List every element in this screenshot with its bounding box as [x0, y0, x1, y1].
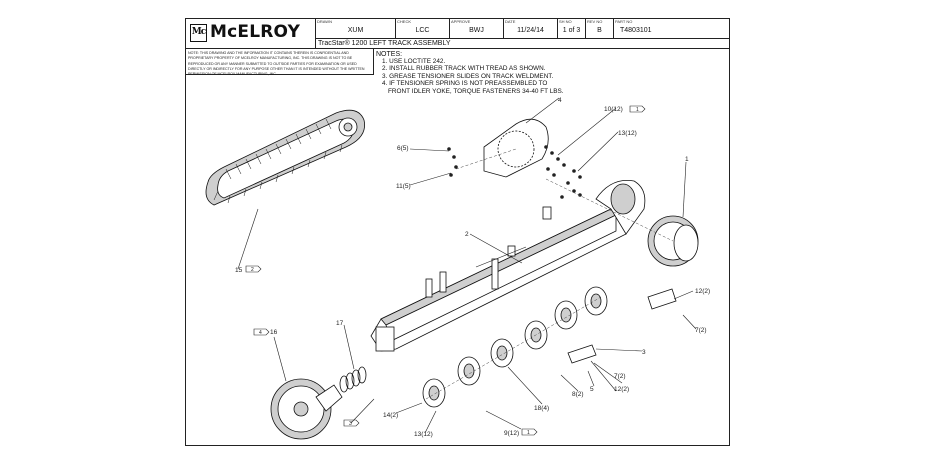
callout-7-upper: 7(2) [695, 327, 707, 334]
callout-17: 17 [336, 320, 344, 327]
title-cell-drawn: DRAWN XUM [316, 19, 396, 39]
company-name: McELROY [210, 22, 301, 42]
title-cell-partno: PART NO T4803101 [614, 19, 729, 39]
notice-text: NOTE: THIS DRAWING AND THE INFORMATION I… [188, 51, 365, 77]
callout-10: 10(12) [604, 106, 623, 113]
callout-15-flag: 2 [251, 267, 254, 273]
tensioner-slides [567, 288, 677, 364]
rubber-track-illustration [205, 109, 365, 270]
callout-6: 6(5) [397, 145, 409, 152]
title-cell-rev: REV NO B [586, 19, 614, 39]
callout-7-lower: 7(2) [614, 373, 626, 380]
track-rollers [422, 286, 608, 408]
callout-2: 2 [465, 231, 469, 238]
note-4: 4. IF TENSIONER SPRING IS NOT PREASSEMBL… [382, 80, 548, 88]
title-cell-sheet: SH NO 1 of 3 [558, 19, 586, 39]
callout-1: 1 [685, 156, 689, 163]
title-row: TracStar® 1200 LEFT TRACK ASSEMBLY [316, 39, 729, 49]
callout-14: 14(2) [383, 412, 398, 419]
exploded-assembly-drawing: 4 10(12) 1 13(12) 6(5) 11(5) 1 2 15 2 12… [205, 97, 710, 440]
note-2: 2. INSTALL RUBBER TRACK WITH TREAD AS SH… [382, 65, 546, 73]
callout-labels: 4 10(12) 1 13(12) 6(5) 11(5) 1 2 15 2 12… [235, 97, 710, 438]
title-block: DRAWN XUM CHECK LCC APPROVE BWJ DATE 11/… [316, 19, 729, 49]
callout-5: 5 [590, 386, 594, 393]
callout-3: 3 [642, 349, 646, 356]
callout-9: 9(12) [504, 430, 519, 437]
callout-10-flag: 1 [636, 107, 639, 113]
callout-15: 15 [235, 267, 243, 274]
callout-9-flag: 1 [527, 430, 530, 436]
title-cell-approve: APPROVE BWJ [450, 19, 504, 39]
confidentiality-notice: NOTE: THIS DRAWING AND THE INFORMATION I… [186, 49, 374, 77]
callout-16-flag: 4 [259, 330, 262, 336]
drawing-title: TracStar® 1200 LEFT TRACK ASSEMBLY [318, 40, 451, 47]
callout-3-flag: 3 [349, 421, 352, 427]
note-1: 1. USE LOCTITE 242. [382, 58, 446, 65]
explosion-lines [425, 148, 674, 400]
front-idler-and-spring [270, 366, 367, 440]
callout-11: 11(5) [396, 183, 411, 190]
callout-4: 4 [558, 97, 562, 104]
leader-lines [273, 97, 697, 434]
callout-18: 18(4) [534, 405, 549, 412]
title-cell-date: DATE 11/24/14 [504, 19, 558, 39]
note-3: 3. GREASE TENSIONER SLIDES ON TRACK WELD… [382, 72, 554, 80]
logo-box: Mc McELROY [186, 19, 316, 49]
title-cell-check: CHECK LCC [396, 19, 450, 39]
note-4-cont: FRONT IDLER YOKE, TORQUE FASTENERS 34-40… [388, 87, 564, 95]
callout-12-lower: 12(2) [614, 386, 629, 393]
side-plate [483, 118, 549, 178]
mcelroy-logo-icon: Mc [190, 24, 207, 42]
callout-16: 16 [270, 329, 278, 336]
track-weldment [370, 180, 646, 352]
notes-heading: NOTES: [376, 51, 403, 58]
notes-block: NOTES: 1. USE LOCTITE 242. 2. INSTALL RU… [376, 51, 626, 95]
callout-13-upper: 13(12) [618, 130, 637, 137]
drawing-sheet: Mc McELROY DRAWN XUM CHECK LCC APPROVE B… [185, 18, 730, 446]
callout-13-lower: 13(12) [414, 431, 433, 438]
callout-8: 8(2) [572, 391, 584, 398]
callout-12-upper: 12(2) [695, 288, 710, 295]
fasteners [447, 145, 582, 199]
